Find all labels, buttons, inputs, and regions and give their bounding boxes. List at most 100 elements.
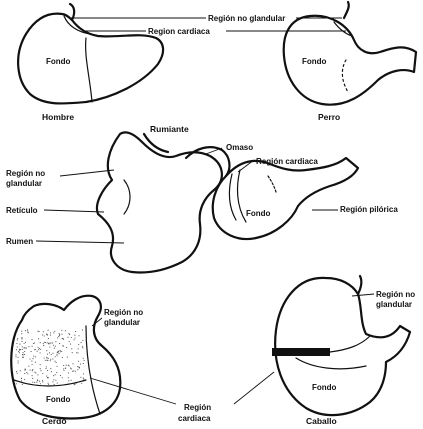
horse-caption: Caballo bbox=[306, 416, 337, 426]
stipple-dot bbox=[48, 377, 49, 378]
stipple-dot bbox=[78, 361, 79, 362]
stipple-dot bbox=[76, 383, 77, 384]
stipple-dot bbox=[38, 349, 39, 350]
stipple-dot bbox=[77, 369, 78, 370]
stipple-dot bbox=[16, 331, 17, 332]
stipple-dot bbox=[17, 373, 18, 374]
stipple-dot bbox=[40, 349, 41, 350]
rumen-leader bbox=[36, 241, 124, 243]
stipple-dot bbox=[25, 368, 26, 369]
stipple-dot bbox=[22, 384, 23, 385]
stipple-dot bbox=[36, 384, 37, 385]
stipple-dot bbox=[51, 371, 52, 372]
horse-fundus-label: Fondo bbox=[312, 383, 337, 392]
ruminant-stomach bbox=[97, 132, 358, 272]
stipple-dot bbox=[40, 364, 41, 365]
stipple-dot bbox=[62, 338, 63, 339]
stipple-dot bbox=[35, 349, 36, 350]
stipple-dot bbox=[75, 331, 76, 332]
stipple-dot bbox=[23, 357, 24, 358]
stipple-dot bbox=[80, 364, 81, 365]
stipple-dot bbox=[66, 365, 67, 366]
stipple-dot bbox=[40, 352, 41, 353]
stipple-dot bbox=[24, 379, 25, 380]
stipple-dot bbox=[26, 348, 27, 349]
stipple-dot bbox=[38, 347, 39, 348]
stipple-dot bbox=[48, 358, 49, 359]
stipple-dot bbox=[73, 384, 74, 385]
stipple-dot bbox=[22, 354, 23, 355]
stipple-dot bbox=[53, 332, 54, 333]
stipple-dot bbox=[40, 370, 41, 371]
stipple-dot bbox=[77, 352, 78, 353]
stipple-dot bbox=[42, 381, 43, 382]
stipple-dot bbox=[27, 384, 28, 385]
stipple-dot bbox=[49, 343, 50, 344]
stipple-dot bbox=[45, 360, 46, 361]
stipple-dot bbox=[55, 346, 56, 347]
stipple-dot bbox=[50, 360, 51, 361]
stipple-dot bbox=[17, 339, 18, 340]
stipple-dot bbox=[49, 346, 50, 347]
horse-nonglandular-label-1: Región no bbox=[376, 290, 415, 299]
stipple-dot bbox=[21, 378, 22, 379]
stipple-dot bbox=[48, 338, 49, 339]
horse-margo-plicatus bbox=[272, 348, 330, 356]
stipple-dot bbox=[48, 383, 49, 384]
stipple-dot bbox=[20, 370, 21, 371]
stipple-dot bbox=[46, 360, 47, 361]
stipple-dot bbox=[65, 368, 66, 369]
stipple-dot bbox=[46, 357, 47, 358]
ruminant-fundus-label: Fondo bbox=[246, 209, 271, 218]
stipple-dot bbox=[62, 377, 63, 378]
stipple-dot bbox=[19, 344, 20, 345]
stipple-dot bbox=[32, 358, 33, 359]
stipple-dot bbox=[78, 344, 79, 345]
stipple-dot bbox=[32, 346, 33, 347]
human-caption: Hombre bbox=[42, 112, 74, 122]
stipple-dot bbox=[16, 383, 17, 384]
pig-nonglandular-label-1: Región no bbox=[104, 308, 143, 317]
stipple-dot bbox=[77, 366, 78, 367]
stipple-dot bbox=[61, 351, 62, 352]
stipple-dot bbox=[19, 352, 20, 353]
stipple-dot bbox=[71, 337, 72, 338]
stipple-dot bbox=[56, 354, 57, 355]
stipple-dot bbox=[44, 357, 45, 358]
stipple-dot bbox=[45, 368, 46, 369]
stipple-dot bbox=[39, 348, 40, 349]
stipple-dot bbox=[21, 338, 22, 339]
stipple-dot bbox=[56, 372, 57, 373]
top-nonglandular-label: Región no glandular bbox=[208, 14, 285, 23]
stipple-dot bbox=[81, 383, 82, 384]
stipple-dot bbox=[24, 351, 25, 352]
dog-fundus-label: Fondo bbox=[302, 57, 327, 66]
stipple-dot bbox=[35, 362, 36, 363]
stipple-dot bbox=[19, 349, 20, 350]
stipple-dot bbox=[33, 356, 34, 357]
stipple-dot bbox=[37, 374, 38, 375]
stipple-dot bbox=[22, 349, 23, 350]
ruminant-caption: Rumiante bbox=[150, 124, 189, 134]
stipple-dot bbox=[48, 343, 49, 344]
stipple-dot bbox=[23, 352, 24, 353]
stipple-dot bbox=[59, 353, 60, 354]
reticulum-label: Retículo bbox=[6, 206, 38, 215]
stipple-dot bbox=[42, 334, 43, 335]
stipple-dot bbox=[33, 343, 34, 344]
stipple-dot bbox=[74, 335, 75, 336]
stipple-dot bbox=[28, 346, 29, 347]
stipple-dot bbox=[46, 350, 47, 351]
stipple-dot bbox=[72, 363, 73, 364]
stipple-dot bbox=[66, 347, 67, 348]
stipple-dot bbox=[56, 362, 57, 363]
stipple-dot bbox=[78, 335, 79, 336]
stipple-dot bbox=[48, 330, 49, 331]
stipple-dot bbox=[24, 373, 25, 374]
horse-nonglandular-label-2: glandular bbox=[376, 300, 412, 309]
stipple-dot bbox=[83, 358, 84, 359]
horse-nonglandular-leader bbox=[352, 294, 374, 296]
stipple-dot bbox=[63, 339, 64, 340]
stipple-dot bbox=[39, 331, 40, 332]
